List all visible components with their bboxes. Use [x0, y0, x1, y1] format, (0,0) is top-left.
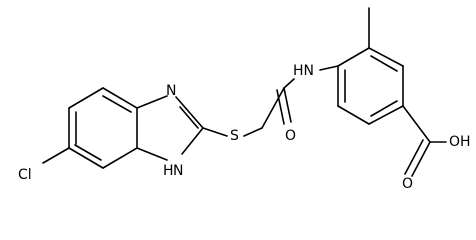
bond [102, 147, 138, 169]
imidazole-nh-hydrogen-label: H [163, 163, 174, 179]
bond [74, 144, 102, 161]
imidazole-nh-nitrogen-label: N [173, 163, 183, 179]
amide-oxygen-label: O [285, 128, 296, 144]
bond [102, 95, 132, 113]
imidazole-nitrogen-label: N [166, 83, 176, 99]
bond [175, 96, 204, 129]
bond [370, 100, 398, 117]
molecule-structure: Cl N H N S HN O O OH [18, 7, 471, 192]
bond [102, 87, 138, 109]
bond [370, 55, 398, 72]
bond [261, 87, 285, 129]
bond [368, 47, 404, 67]
bond [42, 147, 70, 164]
amide-nh-label: HN [293, 63, 314, 79]
acid-hydroxyl-label: OH [449, 134, 471, 150]
bond [319, 65, 339, 71]
bond [368, 105, 404, 125]
bond [283, 78, 295, 89]
bond [337, 105, 370, 125]
bond [202, 127, 228, 137]
bond [68, 147, 104, 169]
bond [179, 106, 199, 129]
bond [337, 47, 370, 67]
bond [411, 141, 431, 177]
chlorine-label: Cl [18, 167, 32, 183]
atom-labels: Cl N H N S HN O O OH [18, 63, 471, 192]
bonds [42, 7, 447, 177]
bond [402, 105, 431, 143]
bond [136, 95, 168, 109]
bond [181, 127, 204, 155]
sulfur-label: S [230, 128, 239, 144]
bond [68, 87, 104, 109]
bond [136, 147, 168, 161]
bond [404, 139, 424, 175]
bond [276, 89, 285, 125]
bond [243, 127, 263, 137]
bond [283, 87, 292, 123]
acid-oxygen-label: O [402, 176, 413, 192]
